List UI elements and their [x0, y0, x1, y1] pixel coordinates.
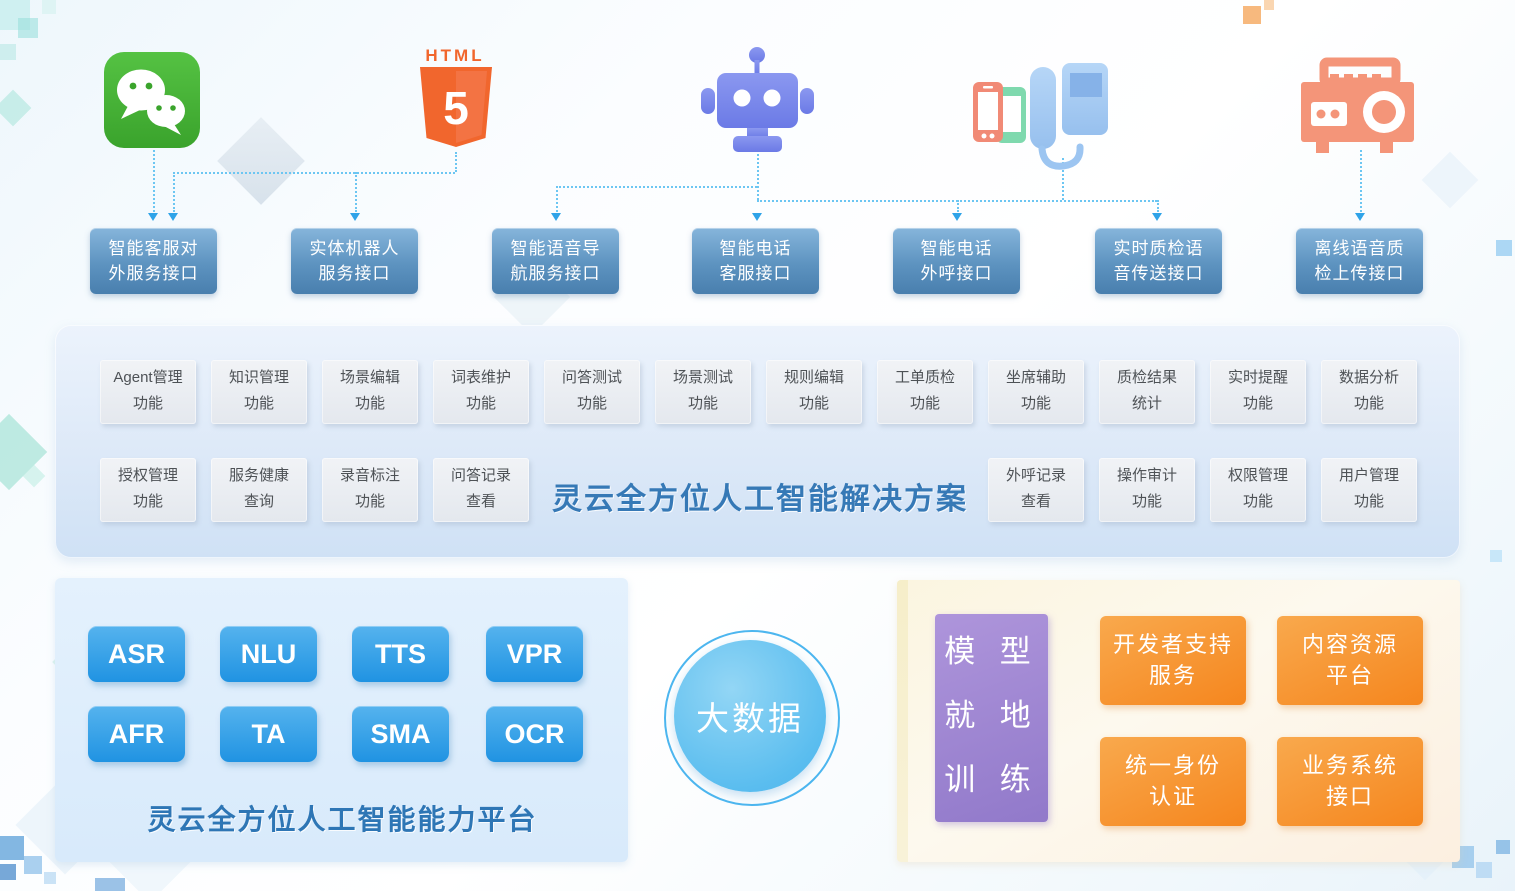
capability-ta: TA [220, 706, 317, 762]
feature-box: 工单质检功能 [877, 360, 973, 424]
connector-line [1062, 158, 1064, 200]
connector-line [556, 186, 558, 212]
capability-tts: TTS [352, 626, 449, 682]
deco-square [1476, 862, 1492, 878]
feature-box: 数据分析功能 [1321, 360, 1417, 424]
connector-line [1157, 200, 1159, 212]
deco-diamond [1421, 151, 1479, 209]
connector-line [1360, 150, 1362, 212]
capability-vpr: VPR [486, 626, 583, 682]
deco-square [1490, 550, 1502, 562]
connector-arrow [148, 213, 158, 221]
robot-icon [701, 47, 814, 152]
model-training-box: 模 型 就 地 训 练 [935, 614, 1048, 822]
capability-afr: AFR [88, 706, 185, 762]
bigdata-circle: 大数据 [674, 640, 826, 792]
deco-square [1496, 240, 1512, 256]
connector-arrow [752, 213, 762, 221]
deco-square [42, 0, 56, 14]
deco-square [1496, 840, 1510, 854]
connector-line [957, 200, 959, 212]
interface-box: 智能客服对外服务接口 [90, 228, 217, 294]
interface-box: 智能电话外呼接口 [893, 228, 1020, 294]
connector-arrow [551, 213, 561, 221]
feature-box: 用户管理功能 [1321, 458, 1417, 522]
connector-line [757, 150, 759, 200]
feature-box: 外呼记录查看 [988, 458, 1084, 522]
deco-square [0, 44, 16, 60]
deco-square [24, 856, 42, 874]
feature-box: 服务健康查询 [211, 458, 307, 522]
interface-box: 实时质检语音传送接口 [1095, 228, 1222, 294]
feature-box: 录音标注功能 [322, 458, 418, 522]
connector-arrow [1152, 213, 1162, 221]
feature-box: 规则编辑功能 [766, 360, 862, 424]
training-panel-edge [897, 580, 908, 862]
feature-box: 实时提醒功能 [1210, 360, 1306, 424]
deco-square [0, 864, 16, 880]
connector-line [173, 172, 175, 212]
phones-icon [973, 63, 1108, 170]
feature-box: 授权管理功能 [100, 458, 196, 522]
deco-square [18, 18, 38, 38]
feature-box: 权限管理功能 [1210, 458, 1306, 522]
deco-square [44, 872, 56, 884]
training-box-unified-identity: 统一身份认证 [1100, 737, 1246, 826]
deco-square [95, 878, 125, 891]
deco-diamond [217, 117, 305, 205]
wechat-icon [104, 52, 200, 148]
interface-box: 实体机器人服务接口 [291, 228, 418, 294]
feature-box: 操作审计功能 [1099, 458, 1195, 522]
interface-box: 智能语音导航服务接口 [492, 228, 619, 294]
connector-arrow [350, 213, 360, 221]
capability-sma: SMA [352, 706, 449, 762]
interface-box: 智能电话客服接口 [692, 228, 819, 294]
deco-diamond [0, 89, 32, 127]
feature-box: 问答记录查看 [433, 458, 529, 522]
interface-box: 离线语音质检上传接口 [1296, 228, 1423, 294]
training-box-business-system: 业务系统接口 [1277, 737, 1423, 826]
feature-box: Agent管理功能 [100, 360, 196, 424]
capability-nlu: NLU [220, 626, 317, 682]
html5-icon: 5 [420, 67, 492, 147]
capability-asr: ASR [88, 626, 185, 682]
connector-line [173, 172, 455, 174]
bigdata-circle-ring [664, 630, 840, 806]
html5-logo-word: HTML [425, 46, 485, 65]
feature-box: 问答测试功能 [544, 360, 640, 424]
capability-caption: 灵云全方位人工智能能力平台 [147, 804, 538, 835]
deco-square [1264, 0, 1274, 10]
deco-square [1243, 6, 1261, 24]
feature-box: 质检结果统计 [1099, 360, 1195, 424]
feature-box: 坐席辅助功能 [988, 360, 1084, 424]
solution-title: 灵云全方位人工智能解决方案 [552, 483, 968, 516]
connector-line [556, 186, 757, 188]
connector-arrow [168, 213, 178, 221]
training-box-content-resource: 内容资源平台 [1277, 616, 1423, 705]
capability-ocr: OCR [486, 706, 583, 762]
connector-line [355, 172, 357, 212]
bigdata-label: 大数据 [696, 700, 804, 737]
connector-arrow [1355, 213, 1365, 221]
feature-box: 场景编辑功能 [322, 360, 418, 424]
training-box-developer-support: 开发者支持服务 [1100, 616, 1246, 705]
deco-square [0, 836, 24, 860]
feature-box: 场景测试功能 [655, 360, 751, 424]
svg-text:5: 5 [443, 82, 469, 134]
feature-box: 知识管理功能 [211, 360, 307, 424]
feature-box: 词表维护功能 [433, 360, 529, 424]
connector-arrow [952, 213, 962, 221]
connector-line [455, 152, 457, 172]
connector-line [153, 150, 155, 216]
radio-icon [1301, 57, 1414, 153]
